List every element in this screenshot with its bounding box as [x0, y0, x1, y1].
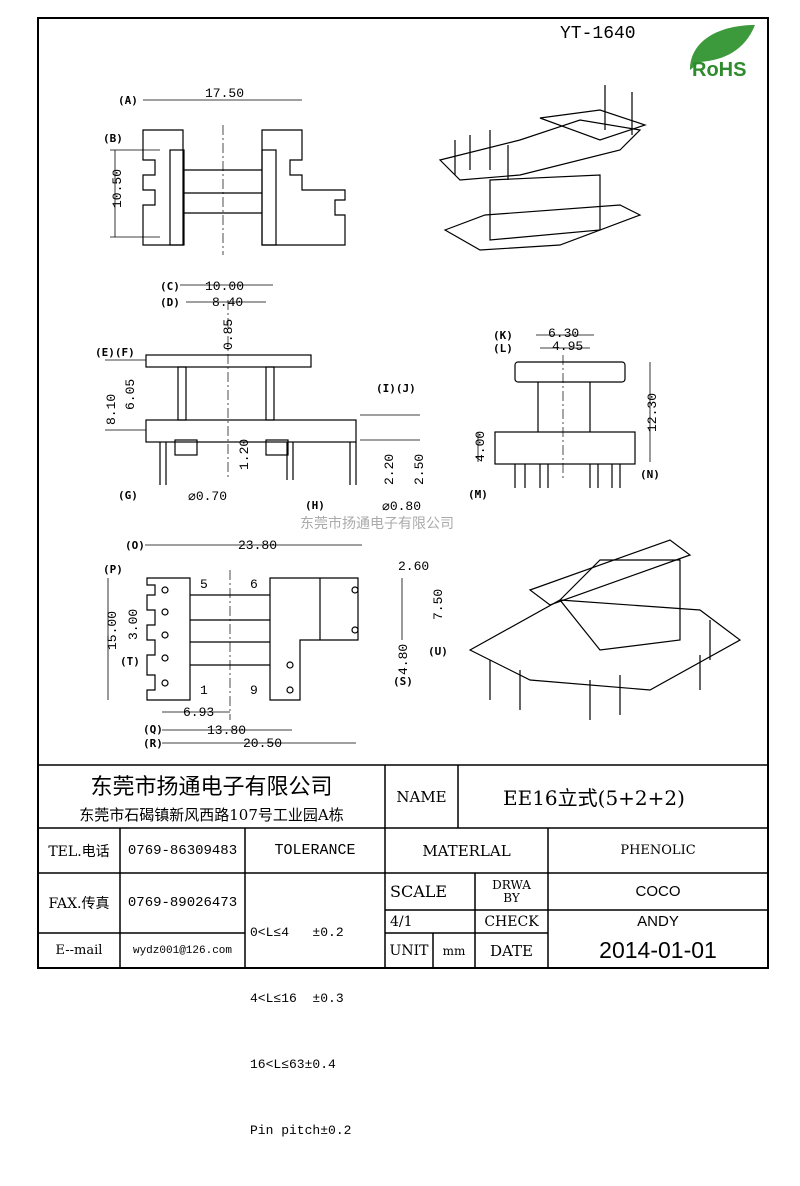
tolerance-list: 0<L≤4 ±0.2 4<L≤16 ±0.3 16<L≤63±0.4 Pin p… — [250, 878, 385, 1186]
scale-value: 4/1 — [390, 913, 413, 930]
dimension-label: 0.85 — [221, 319, 236, 350]
dimension-label: 9 — [250, 683, 258, 698]
reference-label: (N) — [640, 468, 660, 481]
tolerance-row: 16<L≤63±0.4 — [250, 1057, 336, 1072]
dimension-label: 7.50 — [431, 589, 446, 620]
isometric-view-bottom — [468, 539, 742, 720]
reference-label: (P) — [103, 563, 123, 576]
dimension-label: 1 — [200, 683, 208, 698]
material-label: MATERLAL — [422, 841, 511, 860]
top-view: (A) (B) 17.50 10.50 — [103, 86, 346, 255]
isometric-view-top — [438, 85, 647, 251]
sheet-border — [37, 17, 769, 969]
tolerance-row: 0<L≤4 ±0.2 — [250, 925, 344, 940]
email-label: E--mail — [55, 943, 103, 958]
email-value: wydz001@126.com — [132, 944, 233, 957]
date-value: 2014-01-01 — [599, 937, 717, 963]
dimension-label: 17.50 — [205, 86, 244, 101]
dimension-label: ⌀0.70 — [188, 489, 227, 504]
check-label: CHECK — [484, 913, 539, 930]
tolerance-row: Pin pitch±0.2 — [250, 1123, 352, 1138]
dimension-label: 6.30 — [548, 326, 579, 341]
reference-label: (C) — [160, 280, 180, 293]
dimension-label: RoHS — [692, 59, 746, 81]
reference-label: (U) — [428, 645, 448, 658]
dimension-label: 3.00 — [126, 609, 141, 640]
reference-label: (L) — [493, 342, 513, 355]
company-address: 东莞市石碣镇新风西路107号工业园A栋 — [79, 806, 344, 824]
reference-label: (D) — [160, 296, 180, 309]
reference-label: (Q) — [143, 723, 163, 736]
dimension-label: 2.60 — [398, 559, 429, 574]
fax-label: FAX.传真 — [48, 896, 110, 912]
side-view: (K) (L) (N) (M) 6.30 4.95 12.30 4.00 — [468, 326, 660, 501]
fax-value: 0769-89026473 — [127, 895, 238, 911]
watermark: 东莞市扬通电子有限公司 — [300, 515, 454, 532]
reference-label: (A) — [118, 94, 138, 107]
dimension-label: 4.95 — [552, 339, 583, 354]
part-name: EE16立式(5+2+2) — [503, 786, 685, 810]
unit-label: UNIT — [389, 942, 429, 959]
company-name: 东莞市扬通电子有限公司 — [90, 775, 333, 800]
date-label: DATE — [490, 941, 533, 960]
dimension-label: 23.80 — [238, 538, 277, 553]
reference-label: (O) — [125, 539, 145, 552]
title-block-grid — [38, 764, 768, 968]
dimension-label: 1.20 — [237, 439, 252, 470]
scale-label: SCALE — [390, 882, 448, 901]
reference-label: (B) — [103, 132, 123, 145]
bottom-view: (O) (P) (T) (Q) (R) (S) (U) 23.80 2.60 1… — [103, 538, 448, 751]
material-value: PHENOLIC — [620, 843, 696, 858]
reference-label: (I)(J) — [376, 382, 416, 395]
dimension-label: 6.05 — [123, 379, 138, 410]
dimension-label: 20.50 — [243, 736, 282, 751]
dimension-label: 2.20 — [382, 454, 397, 485]
dimension-label: 4.80 — [396, 644, 411, 675]
reference-label: (K) — [493, 329, 513, 342]
reference-label: (G) — [118, 489, 138, 502]
reference-label: (E)(F) — [95, 346, 135, 359]
dimension-label: 13.80 — [207, 723, 246, 738]
tel-value: 0769-86309483 — [127, 842, 238, 859]
tolerance-row: 4<L≤16 ±0.3 — [250, 991, 344, 1006]
reference-label: (T) — [120, 655, 140, 668]
reference-label: (M) — [468, 488, 488, 501]
dimension-label: 8.10 — [104, 394, 119, 425]
reference-label: (R) — [143, 737, 163, 750]
dimension-label: 15.00 — [105, 611, 120, 650]
dimension-label: 10.00 — [205, 279, 244, 294]
tolerance-label: TOLERANCE — [274, 842, 356, 859]
check-value: ANDY — [637, 913, 679, 930]
dimension-label: ⌀0.80 — [382, 499, 421, 514]
dimension-label: 8.40 — [212, 295, 243, 310]
dimension-label: 6 — [250, 577, 258, 592]
front-view: (C) (D) (E)(F) (I)(J) (G) (H) 10.00 8.40… — [95, 279, 427, 514]
dimension-label: 5 — [200, 577, 208, 592]
reference-label: (S) — [393, 675, 413, 688]
dimension-label: 6.93 — [183, 705, 214, 720]
name-label: NAME — [396, 787, 447, 806]
drawing-sheet: YT-1640 RoHS (A) (B) 17.50 10.50 (C) (D — [37, 17, 769, 969]
dimension-label: 2.50 — [412, 454, 427, 485]
dimension-label: 12.30 — [645, 393, 660, 432]
unit-value: mm — [442, 943, 466, 958]
drawn-by-label: DRWA BY — [492, 877, 531, 905]
dimension-label: 4.00 — [473, 431, 488, 462]
dimension-label: 10.50 — [110, 169, 125, 208]
drawn-by-value: COCO — [635, 883, 681, 900]
reference-label: (H) — [305, 499, 325, 512]
part-number: YT-1640 — [560, 24, 636, 44]
rohs-logo: RoHS — [684, 25, 755, 81]
tel-label: TEL.电话 — [48, 843, 110, 860]
